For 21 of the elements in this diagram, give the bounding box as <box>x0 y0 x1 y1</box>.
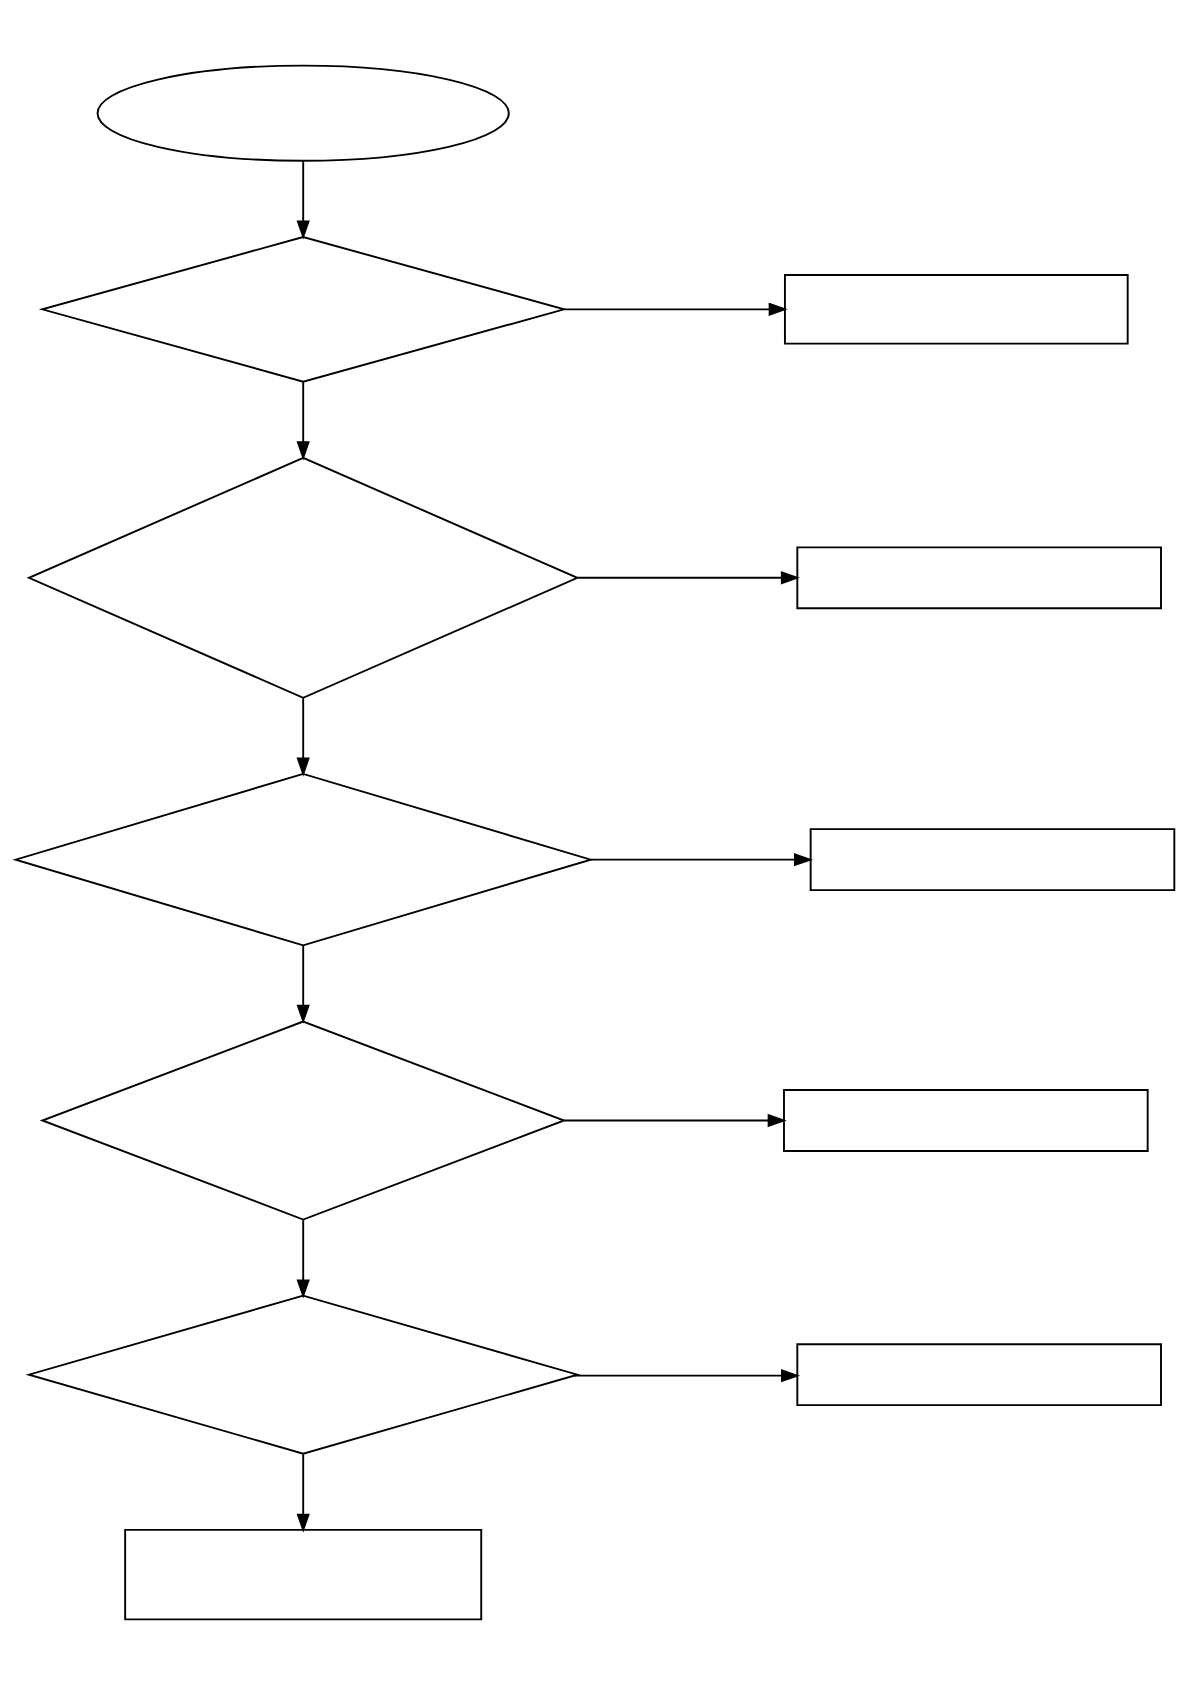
arrow <box>296 944 310 1024</box>
node-ellipse <box>96 64 510 162</box>
arrow <box>296 380 310 460</box>
node-diamond <box>26 456 580 699</box>
node-box <box>783 1088 1149 1152</box>
arrow <box>563 1113 787 1127</box>
node-diamond <box>39 1019 567 1221</box>
node-box <box>796 1342 1162 1406</box>
arrow <box>296 1218 310 1299</box>
arrow <box>576 570 800 584</box>
node-box <box>124 1528 483 1620</box>
arrow <box>563 302 788 316</box>
node-box <box>784 273 1129 345</box>
arrow <box>296 696 310 777</box>
arrow <box>590 852 814 866</box>
node-box <box>796 545 1162 609</box>
arrow <box>296 159 310 239</box>
node-box <box>809 827 1176 891</box>
arrow <box>296 1452 310 1533</box>
arrow <box>573 1368 801 1382</box>
node-diamond <box>25 1294 581 1455</box>
